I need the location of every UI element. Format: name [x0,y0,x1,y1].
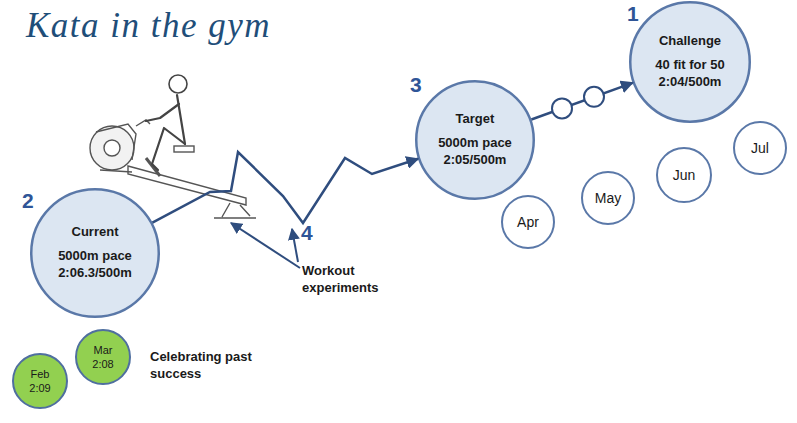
leader-arrow [292,229,298,262]
footrest [146,158,160,176]
past-result-circle: Mar 2:08 [75,329,131,385]
node-heading: Apr [517,213,539,231]
month-circle: Apr [501,195,555,249]
goal-circle: Challenge 40 fit for 50 2:04/500m [629,1,751,123]
node-heading: Mar 2:08 [87,343,119,372]
note-label: Celebrating past success [150,349,260,383]
circle-shape [416,81,534,199]
milestone-dot [552,98,572,118]
flywheel-hub [104,140,120,156]
housing [96,124,136,160]
arm [146,104,179,121]
circle-shape [630,2,750,122]
month-circle: May [581,171,635,225]
circle-outline [75,329,131,385]
node-body: 5000m pace 2:05/500m [430,135,520,169]
circle-outline [12,353,68,409]
callout-number: 4 [301,219,313,246]
torso [177,95,185,144]
circle-shape [31,189,159,317]
node-body: 40 fit for 50 2:04/500m [645,57,735,91]
head [169,75,187,93]
node-heading: Jun [673,166,696,184]
circle-shape [582,172,634,224]
note-label: Workout experiments [302,263,397,297]
goal-circle: Current 5000m pace 2:06.3/500m [30,188,160,318]
month-circle: Jul [733,121,787,175]
flywheel [90,126,134,170]
node-heading: May [595,189,621,207]
diagram-title: Kata in the gym [26,6,271,46]
circle-shape [502,196,554,248]
circle-shape [657,148,711,202]
handle [136,120,150,126]
seat [174,146,194,152]
node-heading: Target [456,111,495,128]
rower-figure [146,75,187,170]
progress-path [152,152,418,223]
node-heading: Jul [751,139,769,157]
circle-shape [76,330,130,384]
milestone-dot [584,87,604,107]
front-foot [100,170,132,172]
circle-shape [734,122,786,174]
goal-circle: Target 5000m pace 2:05/500m [415,80,535,200]
progress-arrow [531,83,632,120]
callout-number: 2 [22,187,34,214]
month-circle: Jun [656,147,712,203]
rail [128,166,246,205]
node-heading: Current [72,224,119,241]
rear-stand [214,203,256,218]
node-heading: Feb 2:09 [24,367,56,396]
callout-number: 3 [410,71,422,98]
callout-number: 1 [627,0,639,27]
circle-shape [13,354,67,408]
leg [152,128,185,170]
past-result-circle: Feb 2:09 [12,353,68,409]
leader-arrow [231,223,300,268]
node-heading: Challenge [659,33,721,50]
node-body: 5000m pace 2:06.3/500m [48,248,143,282]
